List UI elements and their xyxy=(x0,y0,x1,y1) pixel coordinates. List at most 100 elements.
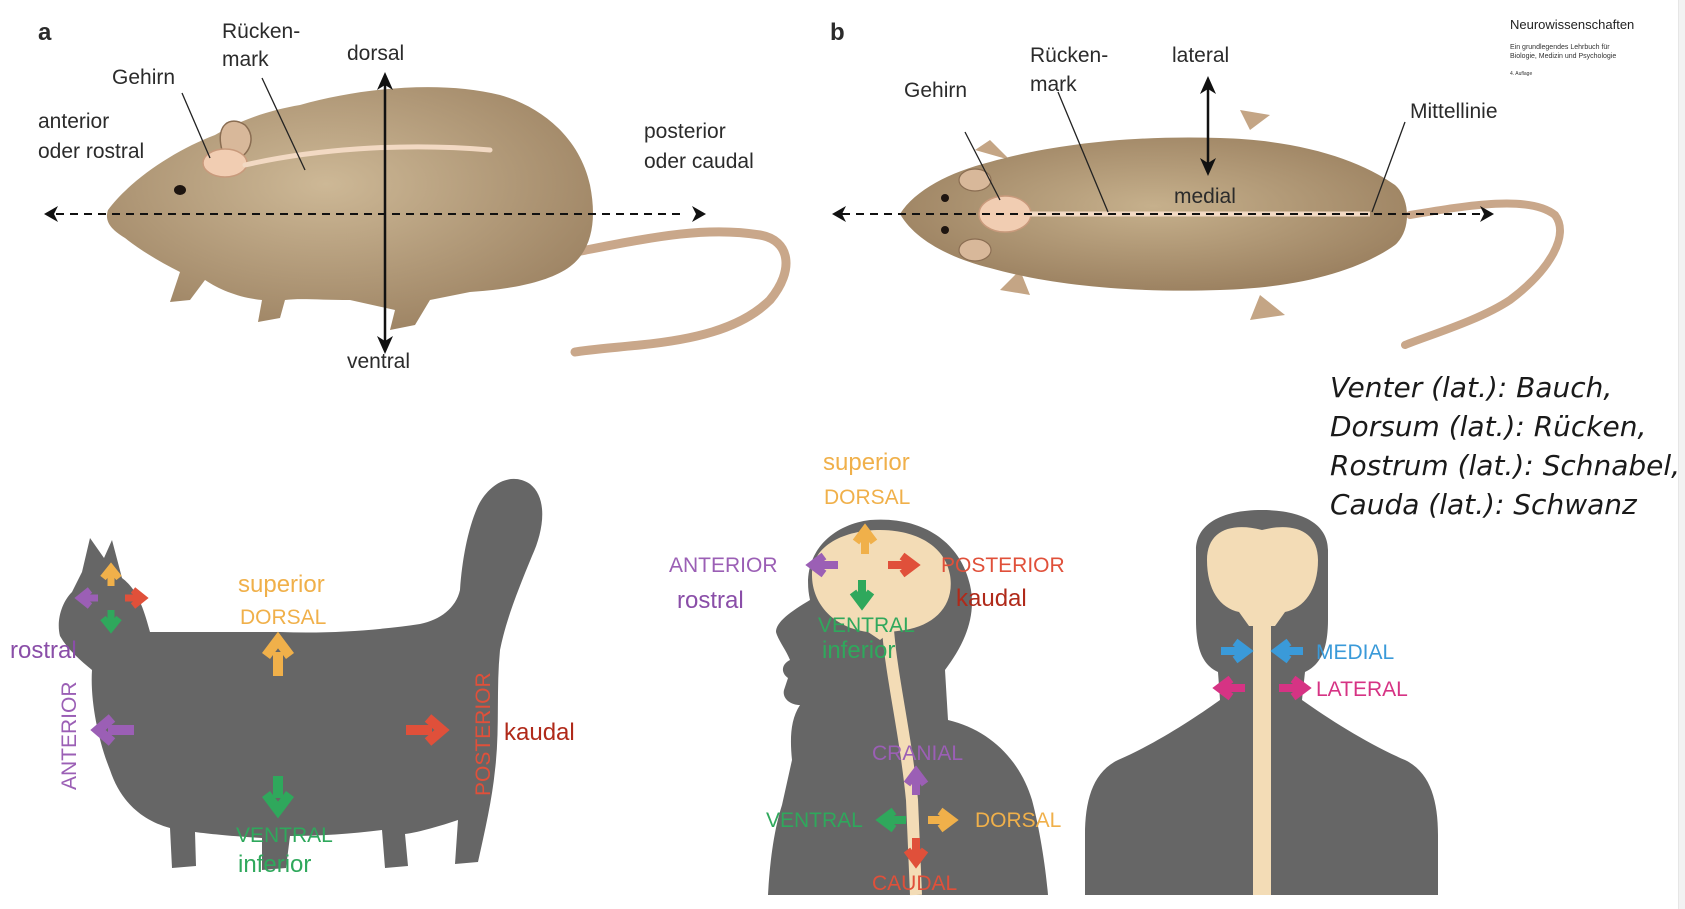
rat-a-label-posterior-2: oder caudal xyxy=(644,150,754,173)
human-front-diagram: MEDIAL LATERAL xyxy=(1085,510,1438,895)
human-label-dorsal-low: DORSAL xyxy=(975,809,1061,832)
note-line-4: Cauda (lat.): Schwanz xyxy=(1330,488,1638,521)
human-spine-cranial-arrow xyxy=(903,765,929,795)
rat-b-tail xyxy=(1401,199,1564,349)
rat-a-label-ruecken-2: mark xyxy=(222,48,269,71)
panel-b-rat-top: b Gehirn Rücken- mark lat xyxy=(830,19,1564,349)
human-front-medial-arrow-left xyxy=(1221,638,1254,664)
cat-dorsal-arrow xyxy=(262,631,294,676)
rat-a-arrowhead-ventral xyxy=(377,336,393,354)
note-line-2: Dorsum (lat.): Rücken, xyxy=(1330,410,1646,443)
cat-label-kaudal: kaudal xyxy=(504,719,575,746)
rat-b-hind-right-leg xyxy=(1250,295,1285,320)
rat-b-eye-right xyxy=(941,226,949,234)
human-front-label-medial: MEDIAL xyxy=(1316,641,1394,664)
publisher-mark: Neurowissenschaften Ein grundlegendes Le… xyxy=(1510,17,1634,77)
human-front-medial-arrow-right xyxy=(1270,638,1303,664)
rat-b-arrowhead-right xyxy=(1480,206,1494,222)
rat-b-arrowhead-lateral xyxy=(1200,76,1216,94)
latin-note: Venter (lat.): Bauch, Dorsum (lat.): Rüc… xyxy=(1330,371,1680,521)
rat-b-label-ruecken-1: Rücken- xyxy=(1030,44,1108,67)
cat-ventral-arrow xyxy=(262,776,294,819)
rat-b-label-medial: medial xyxy=(1174,185,1236,208)
publisher-edition: 4. Auflage xyxy=(1510,71,1532,77)
human-brain-anterior-arrow xyxy=(805,552,838,578)
cat-label-rostral: rostral xyxy=(10,637,77,664)
note-line-3: Rostrum (lat.): Schnabel, xyxy=(1330,449,1680,482)
publisher-subtitle-1: Ein grundlegendes Lehrbuch für xyxy=(1510,44,1610,51)
human-brain-inferior-arrow xyxy=(849,580,875,611)
rat-b-label-gehirn: Gehirn xyxy=(904,79,967,102)
rat-a-spinal-cord xyxy=(242,144,493,168)
human-label-ventral-low: VENTRAL xyxy=(766,809,863,832)
human-spine-caudal-arrow xyxy=(903,838,929,869)
human-label-rostral: rostral xyxy=(677,587,744,614)
rat-a-arrowhead-dorsal xyxy=(377,72,393,90)
rat-b-label-ruecken-2: mark xyxy=(1030,73,1077,96)
rat-b-hind-left-leg xyxy=(1240,110,1270,130)
cat-posterior-arrow xyxy=(406,714,450,746)
rat-a-tail xyxy=(555,227,791,357)
cat-head-superior-arrow xyxy=(100,562,122,586)
panel-a-letter: a xyxy=(38,19,52,46)
cat-label-superior: superior xyxy=(238,571,325,598)
rat-a-arrowhead-posterior xyxy=(692,206,706,222)
human-side-brain xyxy=(812,530,951,640)
note-line-1: Venter (lat.): Bauch, xyxy=(1330,371,1612,404)
rat-a-eye xyxy=(174,185,186,195)
panel-a-rat-side: a Gehirn Rücken- mark dorsal ventral ant… xyxy=(38,19,791,373)
human-front-lateral-arrow-right xyxy=(1279,675,1312,701)
page-edge xyxy=(1678,0,1685,909)
rat-b-front-right-leg xyxy=(1000,270,1030,295)
human-brain-posterior-arrow xyxy=(888,552,921,578)
human-side-diagram: superior DORSAL ANTERIOR rostral POSTERI… xyxy=(669,449,1065,896)
human-label-kaudal: kaudal xyxy=(956,585,1027,612)
human-label-cranial: CRANIAL xyxy=(872,742,963,765)
rat-b-ear-right xyxy=(958,238,992,262)
human-label-dorsal-top: DORSAL xyxy=(824,486,910,509)
cat-silhouette xyxy=(58,478,543,870)
human-brain-superior-arrow xyxy=(852,523,878,554)
cat-label-inferior: inferior xyxy=(238,851,311,878)
human-label-anterior: ANTERIOR xyxy=(669,554,778,577)
human-front-label-lateral: LATERAL xyxy=(1316,678,1408,701)
rat-a-label-anterior-1: anterior xyxy=(38,110,109,133)
rat-a-arrowhead-anterior xyxy=(44,206,58,222)
rat-a-brain xyxy=(202,148,248,178)
rat-b-ear-left xyxy=(958,168,992,192)
cat-label-posterior: POSTERIOR xyxy=(472,672,495,796)
rat-a-ruecken-leader xyxy=(261,77,306,171)
human-label-caudal: CAUDAL xyxy=(872,872,957,895)
rat-a-label-gehirn: Gehirn xyxy=(112,66,175,89)
human-label-ventral: VENTRAL xyxy=(818,614,915,637)
human-side-spinal-cord xyxy=(882,629,922,896)
rat-b-label-mittellinie: Mittellinie xyxy=(1410,100,1498,123)
cat-anterior-arrow xyxy=(90,714,134,746)
cat-label-ventral: VENTRAL xyxy=(236,824,333,847)
cat-head-inferior-arrow xyxy=(100,610,122,634)
human-label-superior: superior xyxy=(823,449,910,476)
cat-diagram: superior DORSAL rostral ANTERIOR POSTERI… xyxy=(10,478,575,878)
rat-b-label-lateral: lateral xyxy=(1172,44,1229,67)
rat-a-label-ventral: ventral xyxy=(347,350,410,373)
rat-b-arrowhead-medial xyxy=(1200,158,1216,176)
rat-b-mittellinie-leader xyxy=(1371,121,1406,213)
cat-head-anterior-arrow xyxy=(74,587,98,609)
rat-a-label-posterior-1: posterior xyxy=(644,120,726,143)
human-label-posterior: POSTERIOR xyxy=(941,554,1065,577)
rat-a-label-anterior-2: oder rostral xyxy=(38,140,144,163)
rat-a-gehirn-leader xyxy=(181,92,211,159)
cat-head-posterior-arrow xyxy=(125,587,149,609)
rat-b-ruecken-leader xyxy=(1057,91,1109,213)
publisher-subtitle-2: Biologie, Medizin und Psychologie xyxy=(1510,53,1616,60)
human-label-inferior: inferior xyxy=(822,637,895,664)
rat-b-arrowhead-left xyxy=(832,206,846,222)
rat-b-gehirn-leader xyxy=(964,131,1001,201)
rat-b-front-left-leg xyxy=(975,140,1010,160)
panel-b-letter: b xyxy=(830,19,845,46)
rat-a-label-ruecken-1: Rücken- xyxy=(222,20,300,43)
rat-b-eye-left xyxy=(941,194,949,202)
human-spine-dorsal-arrow xyxy=(928,807,959,833)
cat-label-anterior: ANTERIOR xyxy=(58,681,81,790)
